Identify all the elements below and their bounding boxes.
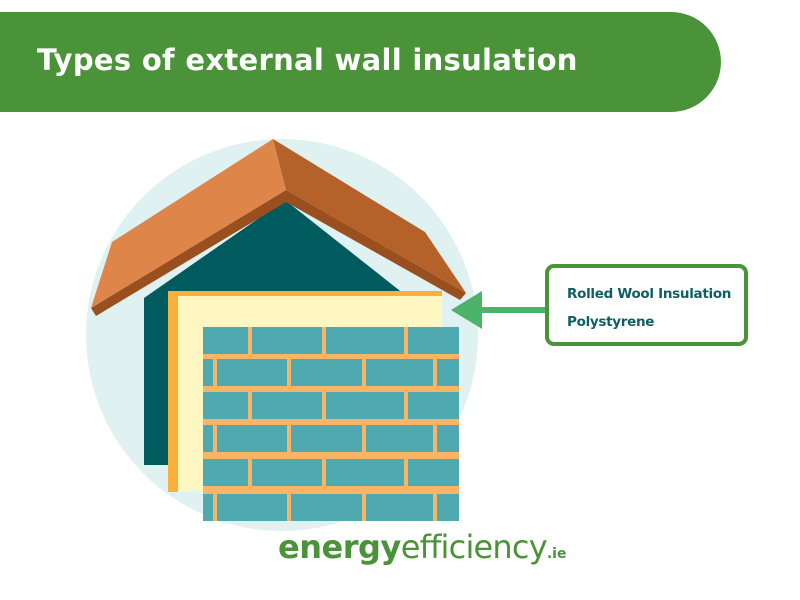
callout-item-rolled-wool: Rolled Wool Insulation [567, 286, 732, 302]
brick-wall [203, 327, 459, 521]
page-title: Types of external wall insulation [37, 43, 578, 77]
insulation-types-callout: Rolled Wool Insulation Polystyrene [545, 264, 748, 346]
title-banner: Types of external wall insulation [0, 12, 721, 112]
logo-tld: .ie [546, 546, 567, 562]
brand-logo: energyefficiency.ie [278, 528, 566, 566]
roof [91, 139, 466, 316]
arrow-left-icon [451, 291, 547, 329]
callout-item-polystyrene: Polystyrene [567, 314, 655, 330]
logo-text-bold: energy [278, 528, 401, 566]
logo-text-light: efficiency [400, 528, 548, 566]
